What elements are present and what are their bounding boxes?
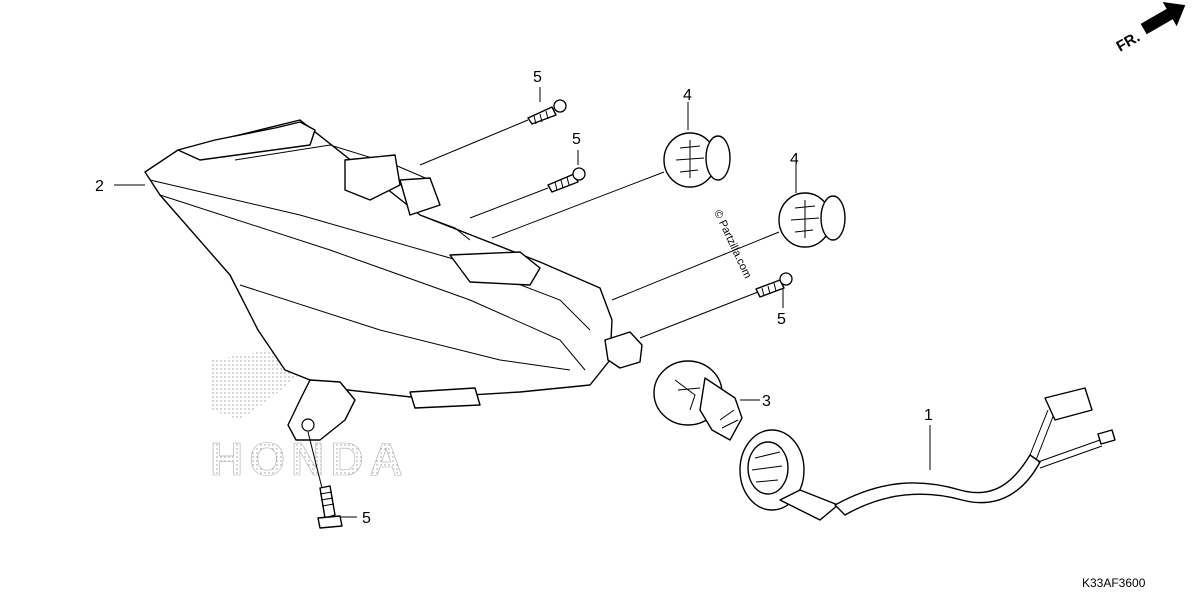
callout-1-harness: 1 (924, 407, 933, 424)
tail-light-housing (144, 119, 643, 441)
front-label: FR. (1114, 29, 1143, 56)
diagram-code: K33AF3600 (1082, 576, 1146, 590)
grommet-2 (778, 192, 846, 248)
callout-4-grommet-1: 4 (683, 87, 692, 104)
callout-5-right: 5 (777, 311, 786, 328)
screw-bottom (317, 485, 343, 529)
callout-5-top-2: 5 (572, 131, 581, 148)
socket-wire-harness (739, 387, 1116, 521)
callout-3-bulb: 3 (762, 393, 771, 410)
svg-text:HONDA: HONDA (210, 433, 409, 485)
screw-right (755, 272, 793, 298)
callout-5-top-1: 5 (533, 69, 542, 86)
leader-lines (114, 87, 931, 518)
bulb (653, 360, 743, 441)
callout-2-housing: 2 (95, 178, 104, 195)
partzilla-watermark: © Partzilla.com (711, 208, 753, 280)
screw-top-2 (547, 167, 586, 193)
partzilla-watermark-text: © Partzilla.com (711, 208, 753, 280)
grommet-1 (663, 132, 731, 188)
callout-4-grommet-2: 4 (790, 151, 799, 168)
front-direction-indicator: FR. (1114, 1, 1186, 56)
front-arrow-icon (1140, 1, 1186, 35)
screw-top-1 (527, 99, 567, 125)
callout-5-bottom: 5 (362, 510, 371, 527)
